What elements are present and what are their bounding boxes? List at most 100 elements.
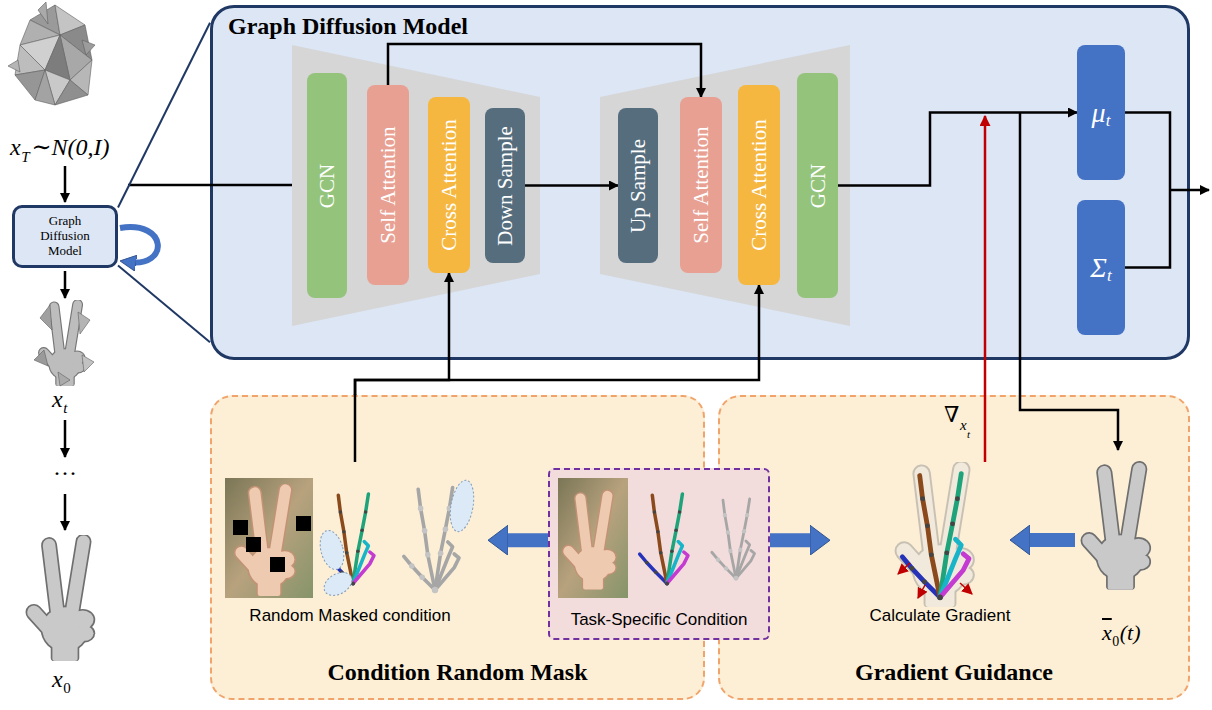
connector [1125,113,1170,268]
text-holder: GCN [315,163,340,207]
node-text: Graph Diffusion Model [228,13,468,39]
loop-arrow [120,227,158,262]
layer-block: Self Attention [367,85,409,285]
layer-block: Cross Attention [738,85,780,285]
connector [355,285,759,395]
connector [388,44,701,97]
keypoints [640,494,688,586]
estimate-mesh [1089,469,1151,590]
node-text: Gradient Guidance [855,659,1053,685]
decoder-shape [600,45,850,326]
text-holder: Task-Specific Condition [571,610,748,630]
node-text: Up Sample [626,139,650,233]
estimate-line [1020,113,1118,451]
masked-photo [233,520,248,535]
label-holder: x [960,416,967,434]
node-text: Graph Diffusion Model [29,214,101,259]
masked-keypoints [316,494,374,600]
text-holder: Self Attention [689,126,714,243]
math-label: x [52,386,63,412]
noise-mesh [35,70,55,105]
math-label: ∼N(0,I) [32,134,110,160]
text-holder: Gradient Guidance [855,659,1053,686]
masked-skeleton [404,478,478,593]
connector [508,533,548,547]
math-label: t [63,400,67,416]
connector [838,113,1077,186]
connector [525,184,618,187]
label-holder: ∼N(0,I) [32,134,110,162]
layer-block: Self Attention [680,97,722,273]
label-holder: Random Masked condition [249,606,450,626]
intermediate-mesh [34,350,48,366]
skeleton [712,499,755,581]
label-holder: (t) [1120,620,1141,645]
math-label: t [967,428,970,440]
intermediate-mesh [34,305,94,386]
connector [355,273,449,395]
intermediate-mesh [78,312,90,334]
math-label: (t) [1120,620,1141,645]
connector [118,265,210,342]
masked-keypoints [316,528,348,572]
text-holder: Self Attention [376,126,401,243]
label-holder: Calculate Gradient [870,606,1011,626]
input-arrow [128,184,306,187]
condition-photo [569,496,617,590]
text-holder: Down Sample [493,126,518,246]
condition-photo [558,478,628,598]
process-box: Graph Diffusion Model [12,205,118,268]
intermediate-mesh [40,305,52,330]
gradient-figure [960,583,972,594]
node-text: Self Attention [689,126,713,243]
text-holder: Condition Random Mask [327,659,587,686]
text-holder: Graph Diffusion Model [15,208,115,265]
node-text: GCN [805,163,829,207]
label-holder: ∇ [944,402,959,427]
connector [118,23,210,208]
text-holder: Cross Attention [437,119,462,250]
noise-mesh [8,60,20,72]
node-text: GCN [315,163,339,207]
sequence-arrow [64,420,67,457]
math-label: x [960,417,967,433]
label-holder: T [21,148,29,166]
noise-mesh [38,2,48,24]
label-holder: x [1102,620,1112,645]
text-holder: μt [1077,45,1125,180]
text-holder: Cross Attention [747,119,772,250]
text-holder: Graph Diffusion Model [228,13,468,40]
text-holder: Up Sample [626,139,651,233]
math-label: 0 [63,680,71,696]
node-text: Condition Random Mask [327,659,587,685]
node-text: Σ [1090,252,1107,284]
output-arrow [1170,189,1209,192]
math-label: x [10,134,21,160]
label-holder: t [967,424,970,442]
masked-keypoints [320,568,356,600]
condition-stub [354,394,357,462]
label-holder: x [52,386,63,414]
math-label: ∇ [944,402,959,427]
label-holder: x [52,666,63,694]
math-label: ··· [53,460,77,486]
caption-label: Random Masked condition [249,606,450,625]
layer-block: Cross Attention [428,97,470,273]
masked-skeleton [404,488,459,594]
caption-label: Calculate Gradient [870,606,1011,625]
noise-mesh [82,40,95,55]
sequence-arrow [64,166,67,202]
noise-mesh [8,2,95,105]
node-text: Cross Attention [437,119,461,250]
sequence-arrow [64,494,67,530]
math-label: T [21,149,29,165]
label-holder: 0 [63,679,71,697]
node-text: Self Attention [376,126,400,243]
label-holder: 0 [1112,632,1119,650]
masked-photo [225,478,313,598]
intermediate-mesh [58,372,70,386]
node-text: t [1106,111,1111,131]
